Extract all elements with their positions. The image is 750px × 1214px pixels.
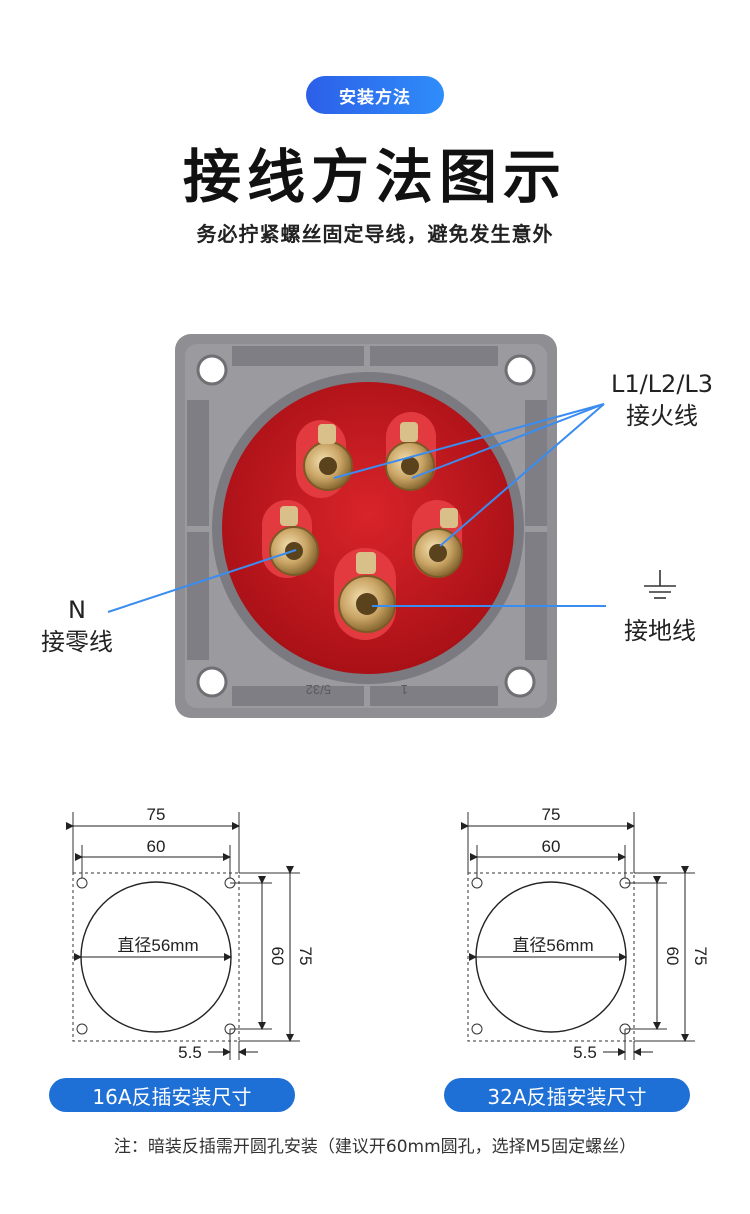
leader-lines [107,403,606,613]
page-subtitle: 务必拧紧螺丝固定导线，避免发生意外 [196,222,554,246]
dim-diameter: 直径56mm [117,936,198,955]
ground-symbol-icon [644,570,676,599]
live-text: 接火线 [626,402,698,430]
dim-diameter: 直径56mm [512,936,593,955]
terminal-l1 [296,420,353,498]
dimension-diagrams: 75 60 直径56mm 60 75 5.5 75 60 [66,805,710,1062]
dim-inner-width: 60 [147,837,166,856]
socket-marking-left: 5/32 [306,682,331,697]
diagram-32a: 75 60 直径56mm 60 75 5.5 [461,805,710,1062]
dim-offset: 5.5 [178,1043,202,1062]
mount-hole-tr [504,354,536,386]
terminal-ground [334,548,396,640]
mount-hole-br [504,666,536,698]
dim-offset: 5.5 [573,1043,597,1062]
caption-16a: 16A反插安装尺寸 [49,1078,295,1112]
terminal-l3 [412,500,463,578]
socket-illustration: 5/32 1 [107,334,676,718]
dim-inner-height: 60 [268,947,287,966]
mount-hole-bl [196,666,228,698]
dim-outer-width: 75 [542,805,561,824]
live-label: L1/L2/L3 接火线 [602,368,722,432]
page-title: 接线方法图示 [182,143,567,211]
dim-outer-height: 75 [691,947,710,966]
section-pill: 安装方法 [306,76,444,114]
live-code: L1/L2/L3 [610,370,714,398]
dim-inner-width: 60 [542,837,561,856]
socket-marking-right: 1 [401,682,408,697]
terminal-l2 [385,412,436,491]
neutral-code: N [68,596,86,624]
dim-inner-height: 60 [663,947,682,966]
terminal-n [262,500,319,578]
caption-32a: 32A反插安装尺寸 [444,1078,690,1112]
dim-outer-width: 75 [147,805,166,824]
dim-outer-height: 75 [296,947,315,966]
install-note: 注：暗装反插需开圆孔安装（建议开60mm圆孔，选择M5固定螺丝） [113,1137,637,1157]
mount-hole-tl [196,354,228,386]
neutral-text: 接零线 [41,628,113,656]
neutral-label: N 接零线 [22,594,132,658]
diagram-16a: 75 60 直径56mm 60 75 5.5 [66,805,315,1062]
ground-label: 接地线 [624,617,696,645]
